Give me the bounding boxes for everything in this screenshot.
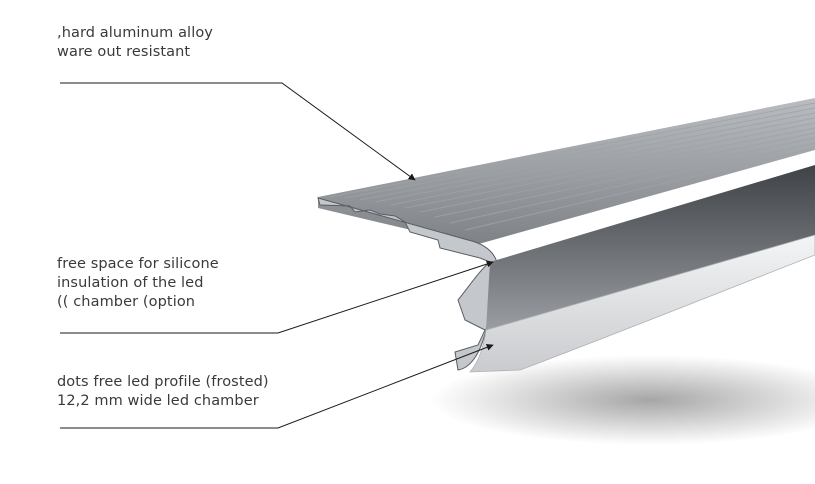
floor-shadow	[430, 355, 815, 445]
callout-silicone-line-2: insulation of the led	[57, 275, 204, 291]
top-ribs	[329, 102, 815, 231]
callout-silicone-line-3: (( chamber (option	[57, 294, 196, 310]
callout-diffuser-line-1: dots free led profile (frosted)	[57, 374, 269, 390]
callout-silicone-line-1: free space for silicone	[57, 256, 219, 272]
profile-body	[486, 165, 815, 330]
callout-aluminum-line-2: ware out resistant	[57, 44, 191, 60]
leader-line-1	[60, 82, 416, 181]
callout-aluminum: ,hard aluminum alloy ware out resistant	[57, 24, 213, 62]
leader-line-3	[60, 344, 494, 429]
leader-lines	[60, 82, 494, 429]
frosted-diffuser	[469, 234, 815, 373]
top-plate	[318, 98, 815, 245]
callout-diffuser: dots free led profile (frosted) 12,2 mm …	[57, 373, 269, 411]
callout-silicone: free space for silicone insulation of th…	[57, 255, 219, 312]
leader-line-2	[60, 260, 494, 334]
callout-aluminum-line-1: ,hard aluminum alloy	[57, 25, 213, 41]
callout-diffuser-line-2: 12,2 mm wide led chamber	[57, 393, 259, 409]
